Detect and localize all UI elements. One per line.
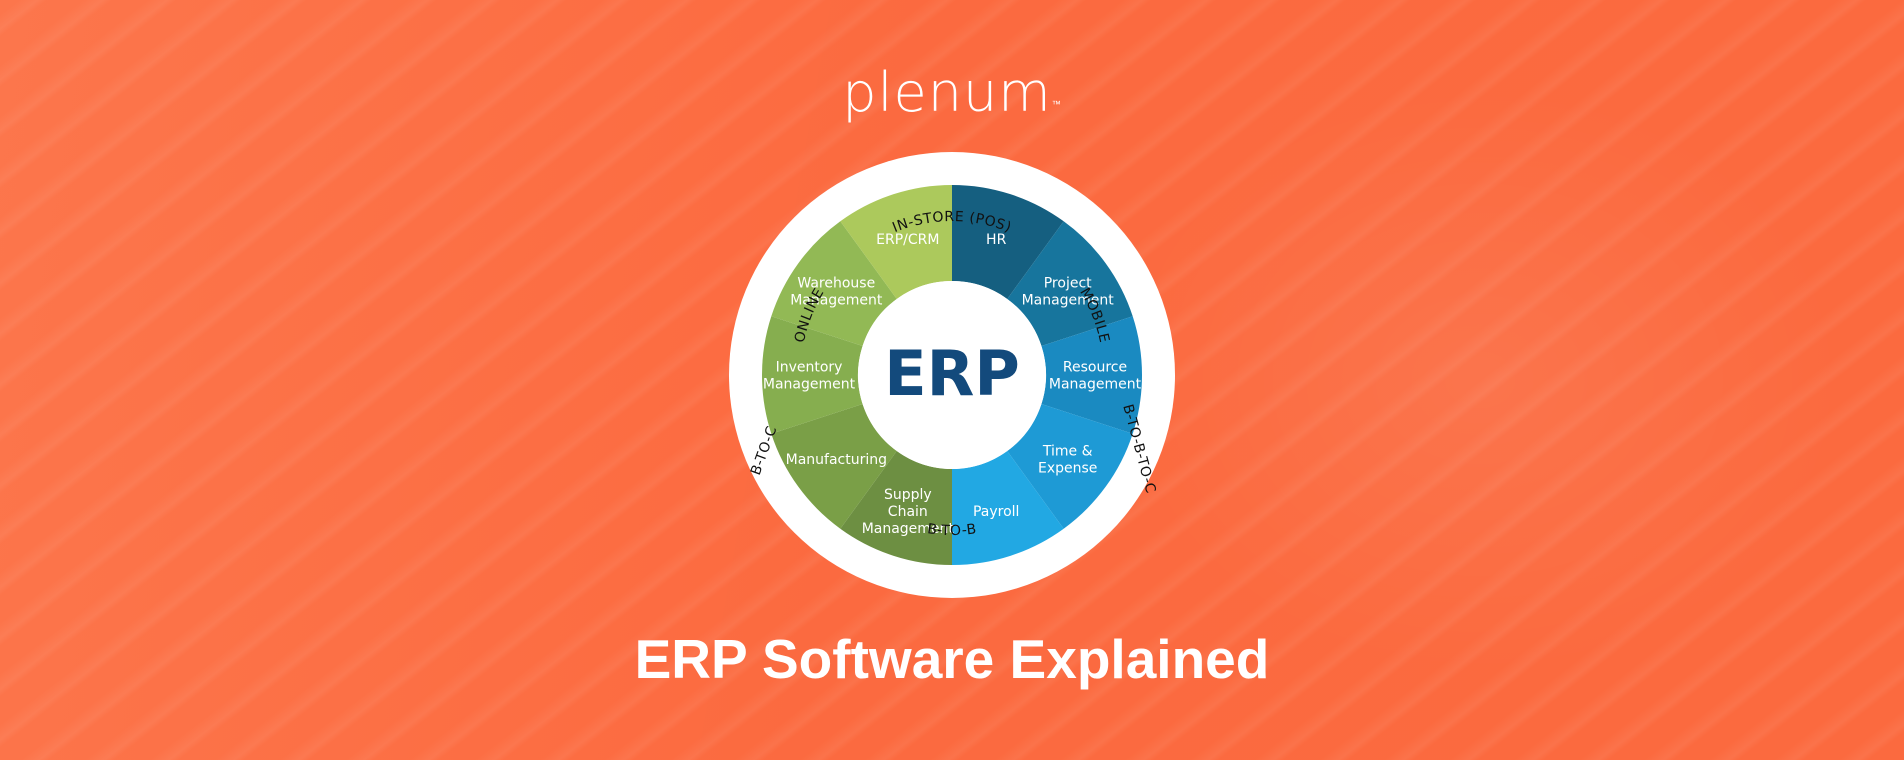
segment-label-line: Management [1022,292,1115,308]
segment-9 [840,185,952,299]
segment-label-9: ERP/CRM [876,232,939,248]
segment-label-line: HR [986,232,1007,248]
logo-text: plenum [842,61,1052,124]
segment-label-line: Inventory [776,360,843,376]
segment-label-line: Management [790,292,883,308]
segment-label-line: Resource [1063,360,1127,376]
segment-label-line: Management [862,521,955,537]
segment-label-3: Time &Expense [1038,444,1097,477]
center-disc [858,281,1046,469]
segment-label-line: ERP/CRM [876,232,939,248]
segment-label-6: Manufacturing [786,452,887,468]
segment-2 [1041,316,1142,434]
plenum-logo: plenum™ [0,58,1904,128]
segment-label-line: Management [763,377,856,393]
segment-label-line: Supply [884,487,932,503]
segment-8 [771,221,897,346]
segment-0 [952,185,1064,299]
segment-1 [1007,221,1133,346]
segment-label-line: Project [1044,275,1092,291]
segment-label-0: HR [986,232,1007,248]
segment-label-line: Chain [888,504,928,520]
segment-4 [952,451,1064,565]
segment-7 [762,316,863,434]
segment-6 [771,404,897,529]
segment-label-line: Time & [1042,444,1093,460]
ring-label-b-to-b: B-TO-B [926,521,977,539]
page-heading: ERP Software Explained [634,628,1270,690]
center-label: ERP [884,337,1020,410]
segment-3 [1007,404,1133,529]
segment-label-line: Payroll [973,504,1019,520]
segment-label-4: Payroll [973,504,1019,520]
segment-label-line: Management [1049,377,1142,393]
segment-5 [840,451,952,565]
segment-label-line: Expense [1038,461,1097,477]
segment-label-line: Warehouse [797,275,875,291]
trademark-mark: ™ [1051,100,1062,110]
segment-label-line: Manufacturing [786,452,887,468]
